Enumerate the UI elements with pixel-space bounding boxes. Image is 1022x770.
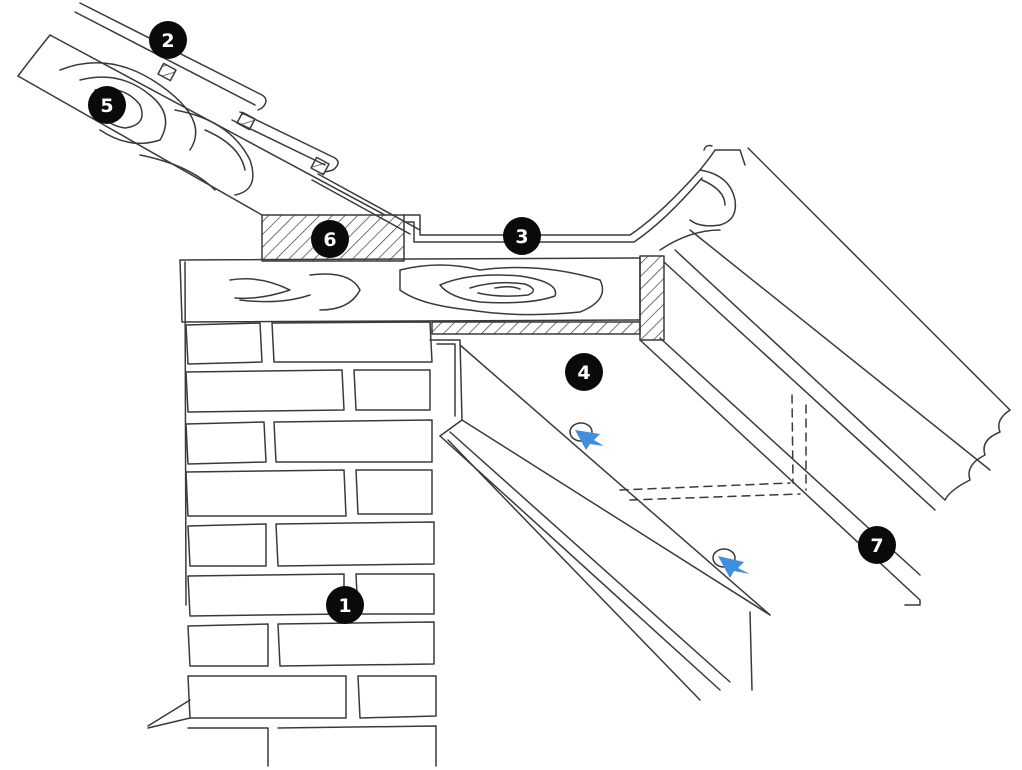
wall-beam xyxy=(179,257,641,606)
gutter-flashing xyxy=(403,144,746,251)
screw-icon xyxy=(712,548,750,578)
marker-2: 2 xyxy=(149,21,187,59)
marker-3: 3 xyxy=(503,217,541,255)
screw-icon xyxy=(569,422,604,450)
svg-text:7: 7 xyxy=(870,535,883,557)
gutter-body xyxy=(663,147,1011,511)
svg-text:2: 2 xyxy=(161,30,174,52)
soffit-panel xyxy=(429,337,921,701)
svg-text:5: 5 xyxy=(100,95,113,117)
svg-text:6: 6 xyxy=(323,229,336,251)
marker-1: 1 xyxy=(326,586,364,624)
rafter xyxy=(17,34,386,216)
svg-text:1: 1 xyxy=(338,595,351,617)
fascia-board xyxy=(639,255,665,341)
svg-text:4: 4 xyxy=(577,362,590,384)
roof-covering xyxy=(74,2,421,235)
marker-6: 6 xyxy=(311,220,349,258)
soffit-bearer xyxy=(431,321,641,335)
brick-wall xyxy=(147,321,437,767)
marker-4: 4 xyxy=(565,353,603,391)
marker-5: 5 xyxy=(88,86,126,124)
marker-7: 7 xyxy=(858,526,896,564)
svg-text:3: 3 xyxy=(515,226,528,248)
